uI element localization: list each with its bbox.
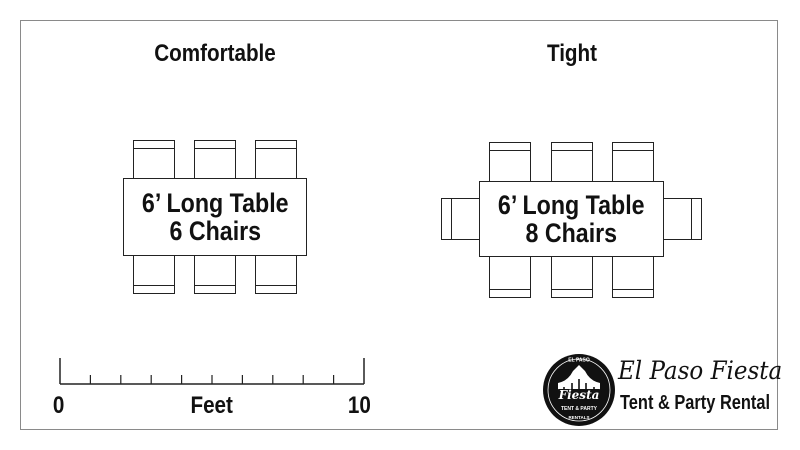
table-label-line1: 6’ Long Table: [498, 190, 645, 220]
chair: [441, 198, 483, 240]
brand-logo-icon: EL PASO Fiesta TENT & PARTY RENTALS: [543, 354, 615, 426]
logo-footer-text: RENTALS: [569, 415, 590, 420]
chair: [255, 140, 297, 180]
logo-center-text: Fiesta: [558, 388, 600, 402]
scale-min-label: 0: [52, 392, 65, 419]
long-table: 6’ Long Table 8 Chairs: [479, 181, 664, 257]
logo-banner: [556, 389, 602, 401]
comfortable-heading: Comfortable: [154, 40, 276, 67]
chair: [133, 140, 175, 180]
scale-max-label: 10: [347, 392, 371, 419]
logo-top-text: EL PASO: [568, 358, 590, 364]
chair: [551, 256, 593, 298]
chair: [660, 198, 702, 240]
table-label-line1: 6’ Long Table: [141, 188, 289, 218]
chair: [489, 142, 531, 184]
table-label-line2: 6 Chairs: [169, 216, 261, 246]
brand-tagline: Tent & Party Rental: [620, 392, 771, 414]
brand-name: El Paso Fiesta: [618, 356, 783, 385]
long-table: 6’ Long Table 6 Chairs: [123, 178, 307, 256]
chair: [489, 256, 531, 298]
chair: [255, 254, 297, 294]
scale-unit-label: Feet: [190, 392, 233, 419]
chair: [612, 256, 654, 298]
tight-heading: Tight: [546, 40, 598, 67]
chair: [612, 142, 654, 184]
scale-bar: [59, 358, 365, 385]
table-label-line2: 8 Chairs: [525, 218, 618, 248]
chair: [194, 140, 236, 180]
diagram-frame: [20, 20, 778, 430]
logo-bottom-text: TENT & PARTY: [561, 406, 598, 412]
chair: [551, 142, 593, 184]
chair: [133, 254, 175, 294]
chair: [194, 254, 236, 294]
logo-ring: [547, 358, 611, 422]
